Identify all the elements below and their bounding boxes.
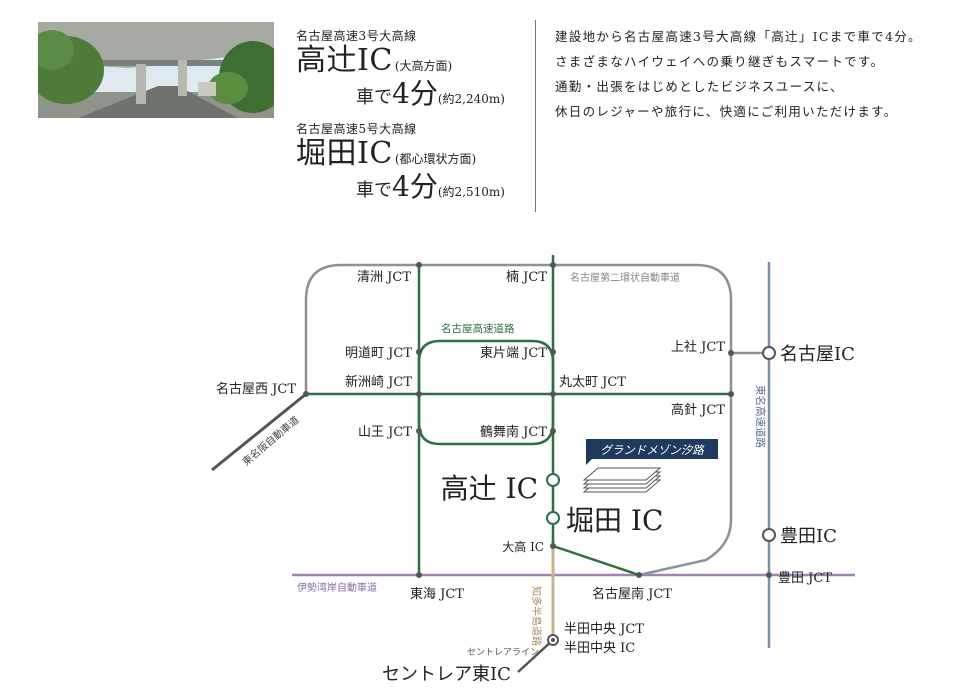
jct-label-nagoyanishi: 名古屋西 JCT bbox=[216, 381, 296, 397]
jct-label-higashikatahata: 東片端 JCT bbox=[480, 345, 547, 361]
route-line-name-1: 名古屋高速3号大高線 bbox=[296, 29, 417, 43]
ring-nagoya-ic bbox=[762, 346, 776, 360]
route-label-loop2: 名古屋第二環状自動車道 bbox=[570, 271, 680, 284]
description-line-1: 建設地から名古屋高速3号大高線「高辻」ICまで車で4分。 bbox=[555, 29, 922, 44]
description: 建設地から名古屋高速3号大高線「高辻」ICまで車で4分。 さまざまなハイウェイへ… bbox=[555, 24, 965, 124]
route-ic-name-1: 高辻IC bbox=[296, 43, 393, 78]
dot-kamiyashiro bbox=[728, 350, 734, 356]
ring-toyota-ic bbox=[762, 528, 776, 542]
jct-label-nagoyaminami: 名古屋南 JCT bbox=[592, 586, 672, 602]
dot-sanno bbox=[416, 428, 422, 434]
route-block-2: 名古屋高速5号大高線 堀田IC (都心環状方面) 車で 4分 (約2,510m) bbox=[296, 121, 526, 208]
ic-label-nagoya: 名古屋IC bbox=[780, 344, 855, 365]
jct-label-toyota: 豊田 JCT bbox=[778, 571, 832, 586]
ic-label-centrair-east: セントレア東IC bbox=[382, 664, 511, 685]
route-line-name-2: 名古屋高速5号大高線 bbox=[296, 122, 417, 136]
route-label-isewangan: 伊勢湾岸自動車道 bbox=[297, 581, 377, 594]
route-time-row-2: 車で 4分 (約2,510m) bbox=[356, 171, 526, 208]
dot-nagoyaminami bbox=[636, 572, 642, 578]
route-label-centrair-line: セントレアライン bbox=[467, 647, 539, 658]
ring-horita bbox=[546, 511, 560, 525]
route-by-car-2: 車で bbox=[356, 180, 392, 201]
route-info: 名古屋高速3号大高線 高辻IC (大高方面) 車で 4分 (約2,240m) 名… bbox=[296, 28, 526, 208]
dot-shinsuzaki bbox=[416, 391, 422, 397]
dot-kusu bbox=[550, 262, 556, 268]
route-minutes-2: 4分 bbox=[392, 170, 438, 203]
highway-photo bbox=[38, 22, 274, 118]
route-ic-row-1: 高辻IC (大高方面) bbox=[296, 44, 526, 78]
jct-label-handachuo-ic: 半田中央 IC bbox=[564, 641, 635, 656]
route-label-tomei: 東名高速道路 bbox=[754, 385, 767, 448]
dot-tokai bbox=[416, 572, 422, 578]
property-label: グランドメゾン汐路 bbox=[600, 443, 705, 457]
jct-label-meidocho: 明道町 JCT bbox=[345, 346, 412, 361]
route-distance-2: (約2,510m) bbox=[437, 185, 505, 199]
route-by-car-1: 車で bbox=[356, 87, 392, 108]
description-line-2: さまざまなハイウェイへの乗り継ぎもスマートです。 bbox=[555, 54, 885, 69]
dot-handa-inner bbox=[551, 638, 555, 642]
dot-nagoyanishi bbox=[303, 391, 309, 397]
jct-label-kusu: 楠 JCT bbox=[506, 270, 547, 285]
route-loop2-line bbox=[304, 263, 733, 577]
highway-photo-image bbox=[38, 22, 274, 118]
jct-label-sanno: 山王 JCT bbox=[358, 425, 412, 440]
ring-takatsuji bbox=[546, 473, 560, 487]
description-line-4: 休日のレジャーや旅行に、快適にご利用いただけます。 bbox=[555, 104, 898, 119]
junction-dots bbox=[303, 262, 772, 578]
jct-label-marutamachi: 丸太町 JCT bbox=[559, 375, 626, 390]
route-expwy-loop-line bbox=[417, 339, 555, 446]
route-ic-name-2: 堀田IC bbox=[296, 136, 393, 171]
ic-label-toyota: 豊田IC bbox=[780, 526, 837, 547]
ic-label-horita: 堀田 IC bbox=[566, 504, 663, 537]
route-ic-direction-1: (大高方面) bbox=[394, 59, 453, 73]
jct-label-shinsuzaki: 新洲崎 JCT bbox=[345, 374, 412, 390]
jct-label-handachuo-jct: 半田中央 JCT bbox=[564, 622, 644, 637]
ic-label-takatsuji: 高辻 IC bbox=[441, 472, 538, 505]
dot-marutamachi bbox=[550, 391, 556, 397]
route-ic-row-2: 堀田IC (都心環状方面) bbox=[296, 137, 526, 171]
route-centrair-line bbox=[517, 639, 554, 673]
header-divider bbox=[535, 20, 536, 212]
property-label-box bbox=[586, 439, 718, 465]
jct-label-tokai: 東海 JCT bbox=[410, 586, 464, 602]
route-odaka-link-line bbox=[552, 544, 640, 577]
jct-label-odaka: 大高 IC bbox=[502, 539, 544, 554]
route-label-chita: 知多半島道路 bbox=[530, 586, 543, 646]
dot-kiyosu bbox=[416, 262, 422, 268]
route-minutes-1: 4分 bbox=[392, 77, 438, 110]
dot-meidocho bbox=[416, 349, 422, 355]
description-line-3: 通勤・出張をはじめとしたビジネスユースに、 bbox=[555, 79, 844, 94]
route-distance-1: (約2,240m) bbox=[437, 92, 505, 106]
dot-higashikatahata bbox=[550, 349, 556, 355]
dot-toyota-jct bbox=[766, 572, 772, 578]
dot-takabari bbox=[728, 391, 734, 397]
building-icon bbox=[582, 467, 662, 493]
jct-label-kamiyashiro: 上社 JCT bbox=[671, 339, 725, 355]
route-ic-direction-2: (都心環状方面) bbox=[394, 152, 477, 166]
dot-odaka bbox=[550, 543, 556, 549]
route-label-nagoya-expwy: 名古屋高速道路 bbox=[441, 322, 515, 335]
route-meihan-line bbox=[211, 392, 307, 472]
jct-label-kiyosu: 清洲 JCT bbox=[357, 270, 411, 285]
dot-tsurumaiminami bbox=[550, 428, 556, 434]
route-time-row-1: 車で 4分 (約2,240m) bbox=[356, 78, 526, 115]
jct-label-takabari: 高針 JCT bbox=[671, 402, 725, 418]
jct-label-tsurumaiminami: 鶴舞南 JCT bbox=[480, 424, 547, 440]
